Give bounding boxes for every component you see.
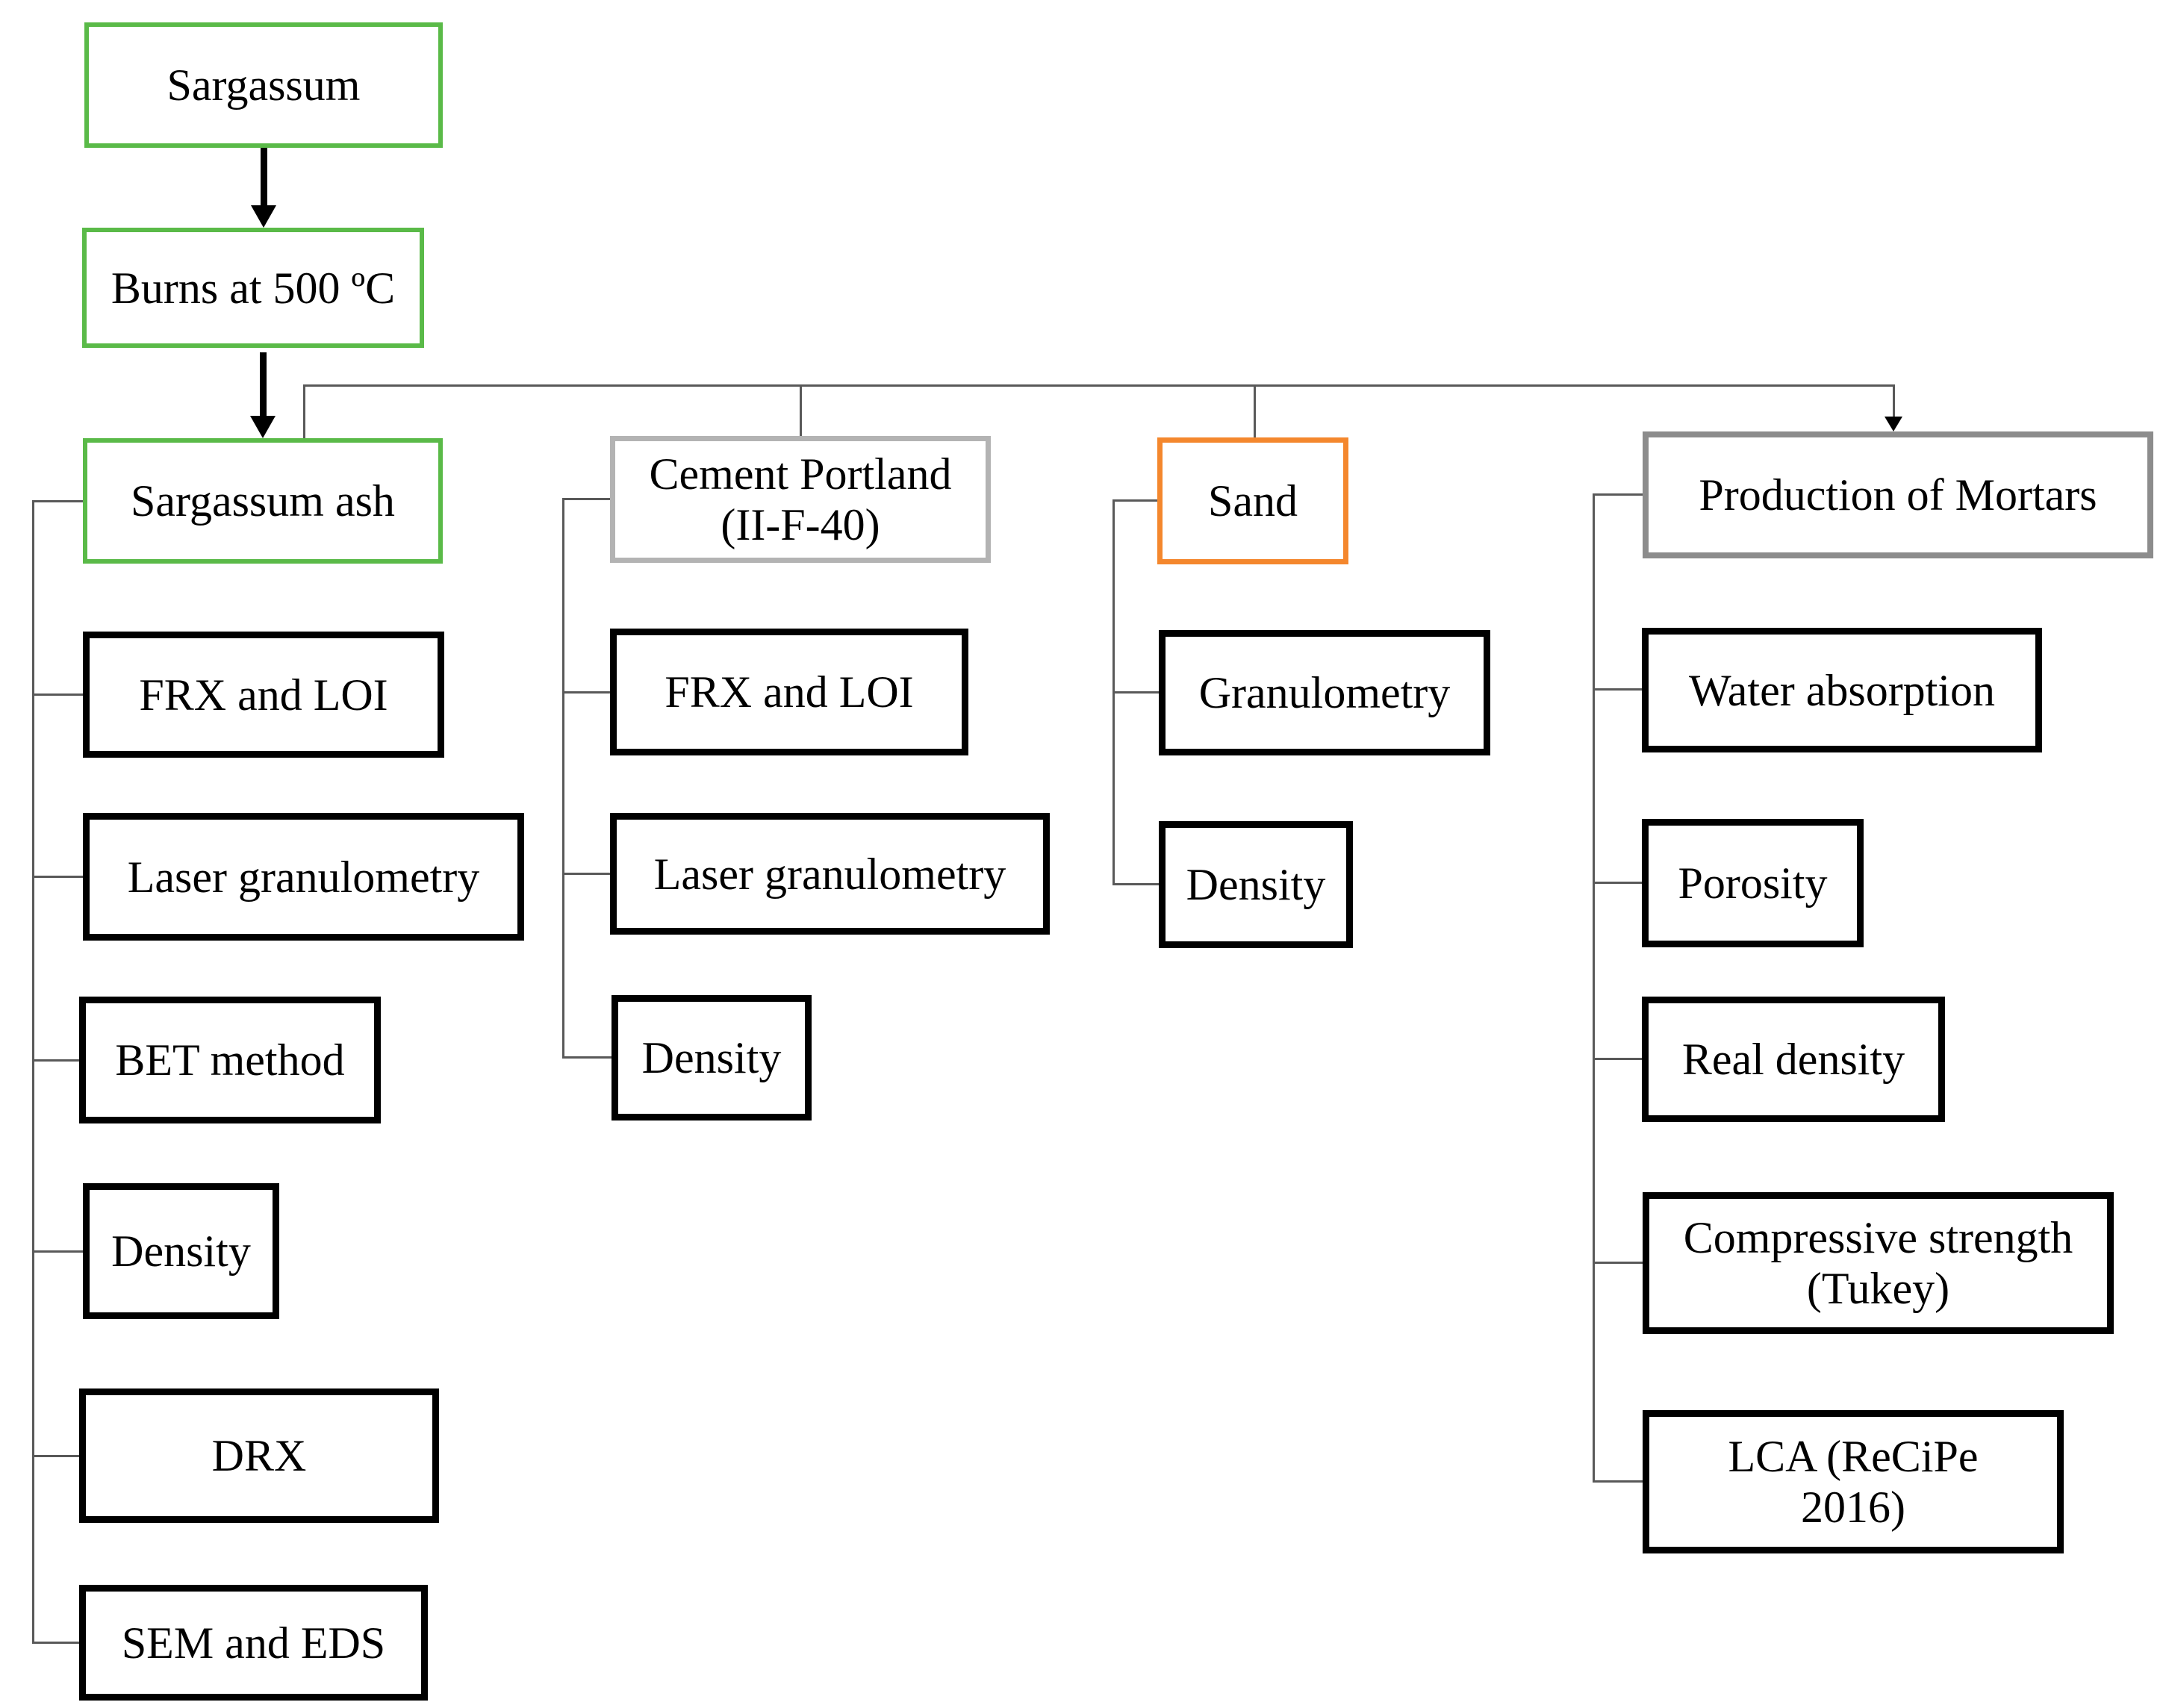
node-ash-drx: DRX [79,1388,439,1523]
node-mortar-lca: LCA (ReCiPe 2016) [1643,1410,2064,1553]
node-sargassum-ash: Sargassum ash [83,438,443,564]
stub-mortar-porosity [1593,882,1643,884]
stub-ash-bet-method [32,1059,81,1062]
node-mortar-water-absorption: Water absorption [1642,628,2042,752]
stub-ash-frx-and-loi [32,694,84,696]
branch-line [303,384,1894,387]
branch-drop-sand [1254,384,1256,437]
stub-ash-drx [32,1455,81,1457]
node-mortar-compressive-strength: Compressive strength (Tukey) [1643,1192,2114,1334]
node-burns-at-500c: Burns at 500 ºC [82,228,424,348]
branch-arrow-production-of-mortars [1893,384,1895,418]
spine-production-of-mortars [1593,493,1595,1482]
stub-sargassum-ash [32,500,84,502]
arrowhead-down-icon [251,205,276,228]
node-mortar-porosity: Porosity [1642,819,1864,947]
stub-sand [1112,499,1159,502]
node-ash-frx-and-loi: FRX and LOI [83,632,444,758]
stub-ash-laser-granulometry [32,876,84,878]
branch-drop-cement-portland [800,384,802,436]
stub-cement-laser-granulometry [562,873,611,875]
branch-drop-sargassum-ash [303,384,305,438]
arrow-sargassum-to-burns [261,148,267,206]
stub-production-of-mortars [1593,493,1644,496]
stub-mortar-real-density [1593,1058,1643,1060]
node-sand-granulometry: Granulometry [1159,630,1490,755]
stub-mortar-lca [1593,1480,1644,1483]
node-cement-frx-and-loi: FRX and LOI [610,629,968,755]
stub-sand-density [1112,883,1160,885]
node-cement-portland: Cement Portland (II-F-40) [610,436,991,563]
arrowhead-down-icon [250,416,276,438]
node-ash-density: Density [83,1183,279,1319]
node-cement-density: Density [611,995,812,1121]
node-mortar-real-density: Real density [1642,997,1945,1122]
node-cement-laser-granulometry: Laser granulometry [610,813,1050,935]
stub-sand-granulometry [1112,691,1160,694]
node-sand-density: Density [1159,821,1353,948]
arrowhead-down-icon [1885,417,1902,431]
node-ash-bet-method: BET method [79,997,381,1123]
stub-ash-density [32,1250,84,1253]
node-ash-sem-and-eds: SEM and EDS [79,1585,428,1701]
stub-cement-frx-and-loi [562,691,611,694]
stub-mortar-water-absorption [1593,688,1643,691]
node-sand: Sand [1157,437,1348,564]
stub-mortar-compressive-strength [1593,1262,1644,1264]
node-ash-laser-granulometry: Laser granulometry [83,813,524,941]
stub-cement-density [562,1056,613,1059]
spine-cement-portland [562,499,564,1059]
stub-cement-portland [562,498,611,500]
node-production-of-mortars: Production of Mortars [1643,431,2153,558]
arrow-burns-to-ash [260,352,267,417]
stub-ash-sem-and-eds [32,1642,81,1644]
spine-sargassum-ash [32,501,34,1644]
node-sargassum: Sargassum [84,22,443,148]
